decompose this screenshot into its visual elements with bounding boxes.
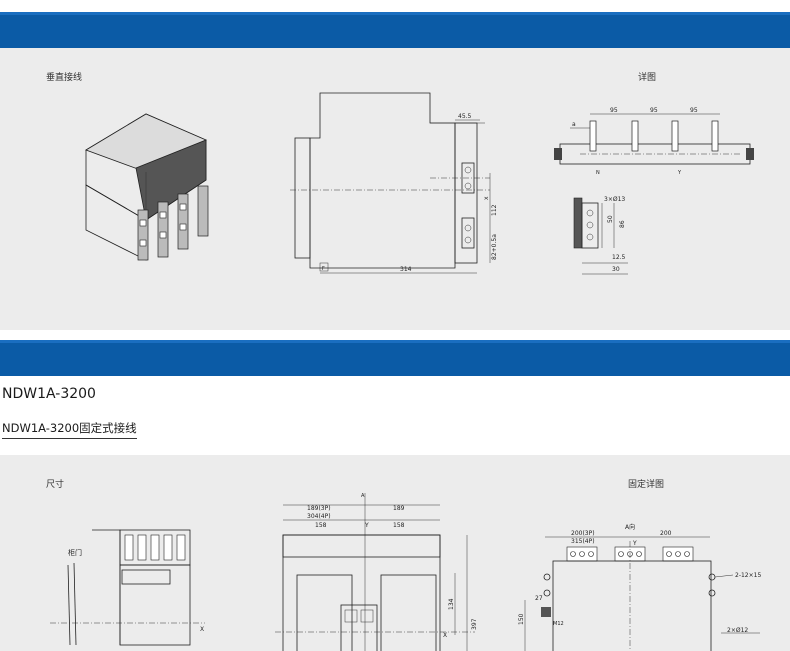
fixed-detail-label: 固定详图 [628, 480, 665, 490]
dim-a: a [572, 121, 576, 128]
dim-86: 86 [619, 220, 626, 228]
breaker-front-view-drawing: A 189(3P) 304(4P) 158 189 Y 158 X 134 39… [275, 493, 478, 651]
vertical-wiring-label: 垂直接线 [46, 73, 83, 83]
dim-45-5: 45.5 [458, 113, 472, 120]
dim-12-5: 12.5 [612, 254, 626, 261]
dim-200: 200 [660, 530, 672, 537]
dim-x-axis: X [200, 626, 204, 633]
dim-N: N [596, 170, 600, 176]
dim-x: x [483, 196, 490, 200]
dim-134: 134 [448, 598, 455, 610]
cabinet-side-profile-drawing: 柜门 X [50, 529, 205, 646]
terminal-detail-bottom-drawing: 3×Ø13 50 86 12.5 30 [573, 196, 628, 275]
dim-82: 82+0.5a [491, 234, 498, 260]
fixed-wiring-subtitle: NDW1A-3200固定式接线 [2, 420, 137, 439]
dim-Y-axis: Y [364, 522, 369, 529]
dim-189: 189 [393, 505, 405, 512]
detail-label: 详图 [638, 73, 657, 83]
dim-158-b: 158 [393, 522, 405, 529]
fixing-detail-drawing: A向 200(3P) 315(4P) Y 200 2-12×15 27 150 … [518, 523, 761, 651]
section-header-bar-mid [0, 340, 790, 376]
dim-M12: M12 [553, 621, 564, 627]
dim-315-4p: 315(4P) [571, 538, 595, 545]
cabinet-door-label: 柜门 [68, 548, 82, 557]
dim-304-4p: 304(4P) [307, 513, 331, 520]
dim-A-direction: A向 [625, 523, 635, 531]
product-model-title: NDW1A-3200 [2, 386, 96, 402]
dim-112: 112 [491, 204, 498, 216]
breaker-isometric-drawing [85, 113, 209, 261]
dim-A: A [361, 493, 365, 499]
dim-158-a: 158 [315, 522, 327, 529]
diagram-panel-vertical-wiring: 垂直接线 详图 45.5 [0, 48, 790, 330]
dim-150: 150 [518, 613, 525, 625]
dim-50: 50 [607, 215, 614, 223]
dim-27: 27 [535, 595, 543, 602]
dim-30: 30 [612, 266, 620, 273]
dim-189-3p: 189(3P) [307, 505, 331, 512]
dim-95-c: 95 [690, 107, 698, 114]
terminal-detail-top-drawing: 95 95 95 a N Y [554, 107, 754, 176]
dim-3x13: 3×Ø13 [604, 196, 625, 203]
dimensions-label: 尺寸 [46, 480, 65, 490]
dim-2-12x15: 2-12×15 [735, 572, 761, 579]
dim-95-a: 95 [610, 107, 618, 114]
dim-F: F [322, 266, 325, 272]
dim-397: 397 [471, 618, 478, 630]
dim-200-3p: 200(3P) [571, 530, 595, 537]
dim-Y: Y [677, 170, 682, 176]
dim-95-b: 95 [650, 107, 658, 114]
section-header-bar-top [0, 12, 790, 48]
diagram-panel-fixed-wiring: 尺寸 固定详图 柜门 X A 189(3P) 304(4P) 158 189 Y… [0, 455, 790, 651]
dim-x-axis-2: X [443, 632, 447, 639]
dim-Y-axis-2: Y [632, 540, 637, 547]
breaker-side-view-drawing: 45.5 x 112 82+0.5a 314 F [290, 92, 498, 274]
dim-314: 314 [400, 266, 412, 273]
dim-2x12: 2×Ø12 [727, 627, 748, 634]
